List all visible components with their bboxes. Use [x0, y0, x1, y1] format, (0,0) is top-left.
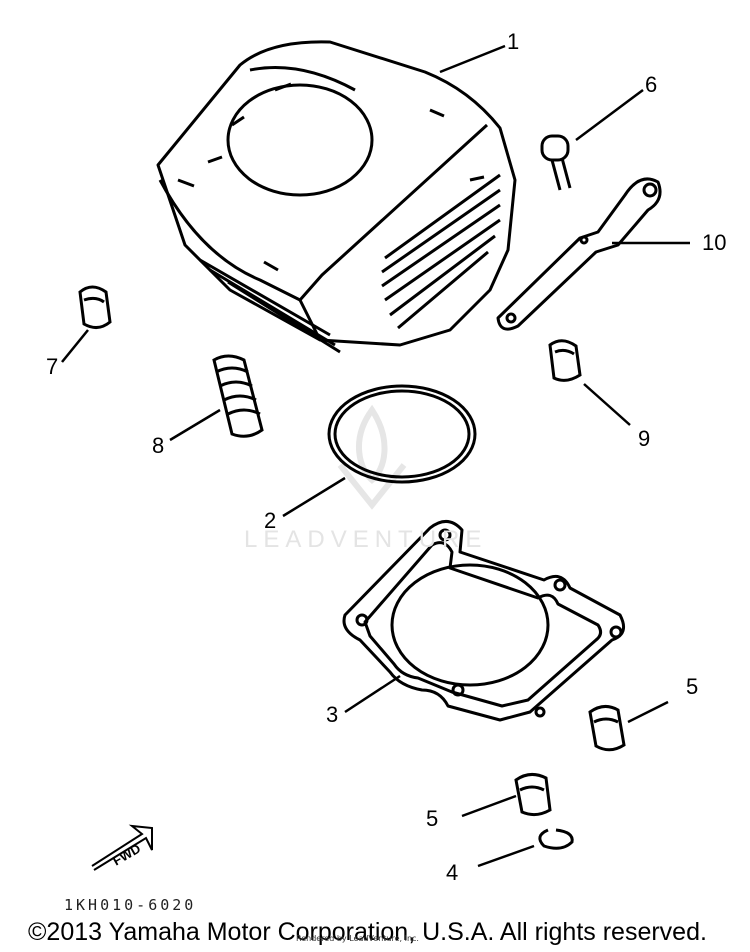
dowel-left-part	[514, 773, 552, 817]
callout-2: 2	[264, 508, 277, 533]
watermark-logo	[337, 404, 407, 510]
callout-8: 8	[152, 433, 165, 458]
dowel-upper-left-part	[78, 285, 112, 329]
callout-3: 3	[326, 702, 339, 727]
cylinder-part	[156, 40, 517, 354]
callout-9: 9	[638, 426, 651, 451]
callout-5-left: 5	[426, 806, 439, 831]
o-ring-part	[327, 384, 477, 484]
stay-part	[496, 177, 662, 331]
rendered-by-text: Rendered by LeadVenture, Inc.	[296, 934, 419, 943]
callout-5-right: 5	[686, 674, 699, 699]
callout-10: 10	[702, 230, 727, 255]
callout-4: 4	[446, 860, 459, 885]
base-gasket-part	[342, 520, 626, 722]
callout-6: 6	[645, 72, 658, 97]
dowel-right-part	[588, 705, 626, 752]
leader-lines	[61, 44, 690, 868]
bolt-part	[540, 134, 572, 191]
spring-part	[212, 354, 264, 438]
watermark-text: LEADVENTURE	[244, 526, 488, 553]
callout-7: 7	[46, 354, 59, 379]
dowel-upper-right-part	[548, 339, 582, 382]
copyright-text: ©2013 Yamaha Motor Corporation, U.S.A. A…	[28, 918, 707, 946]
circlip-part	[538, 828, 574, 850]
drawing-code: 1KH010-6020	[64, 896, 197, 914]
fwd-marker	[91, 824, 153, 871]
callout-1: 1	[507, 29, 520, 54]
